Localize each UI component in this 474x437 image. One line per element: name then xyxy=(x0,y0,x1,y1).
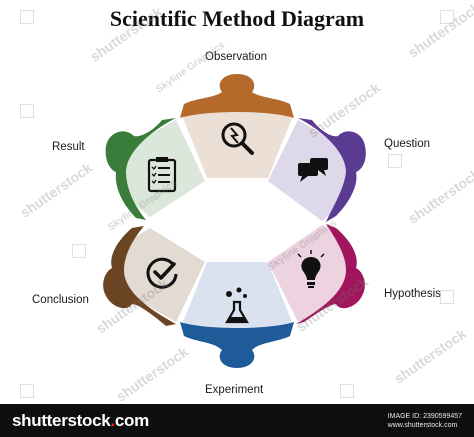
chat-bubbles-icon xyxy=(298,158,328,182)
clipboard-checklist-icon xyxy=(147,157,177,193)
lightbulb-icon xyxy=(297,250,325,288)
watermark-square xyxy=(440,10,454,24)
label-result: Result xyxy=(52,141,85,153)
site-url[interactable]: www.shutterstock.com xyxy=(387,422,458,429)
segment-observation-bg xyxy=(183,100,292,178)
segment-conclusion-person xyxy=(103,226,176,326)
brand-main: shutterstock xyxy=(12,411,111,430)
label-observation: Observation xyxy=(205,51,268,63)
segment-result-person xyxy=(105,118,176,220)
watermark-square xyxy=(20,104,34,118)
watermark-square xyxy=(20,10,34,24)
magnifier-gear-icon xyxy=(221,122,254,155)
image-id: IMAGE ID: 2390599457 xyxy=(387,413,462,420)
segment-hypothesis-person xyxy=(296,224,365,324)
label-conclusion: Conclusion xyxy=(32,294,89,306)
watermark-square xyxy=(440,290,454,304)
brand-tail: com xyxy=(114,411,149,430)
check-circle-icon xyxy=(146,257,178,289)
label-hypothesis: Hypothesis xyxy=(384,288,441,300)
watermark-square xyxy=(72,244,86,258)
footer-bar: shutterstock.com IMAGE ID: 2390599457 ww… xyxy=(0,404,474,437)
label-question: Question xyxy=(384,138,431,150)
segment-observation-person xyxy=(180,74,294,118)
shutterstock-logo[interactable]: shutterstock.com xyxy=(12,411,149,431)
segment-observation xyxy=(180,74,294,178)
segment-experiment-person xyxy=(180,322,294,368)
image-meta: IMAGE ID: 2390599457 www.shutterstock.co… xyxy=(388,412,462,430)
page-title: Scientific Method Diagram xyxy=(109,6,365,31)
watermark-square xyxy=(340,384,354,398)
flask-icon xyxy=(225,287,249,324)
watermark-square xyxy=(20,384,34,398)
watermark-square xyxy=(388,154,402,168)
brand-dot: . xyxy=(110,411,115,430)
segment-question-person xyxy=(298,118,366,222)
label-experiment: Experiment xyxy=(205,384,264,396)
